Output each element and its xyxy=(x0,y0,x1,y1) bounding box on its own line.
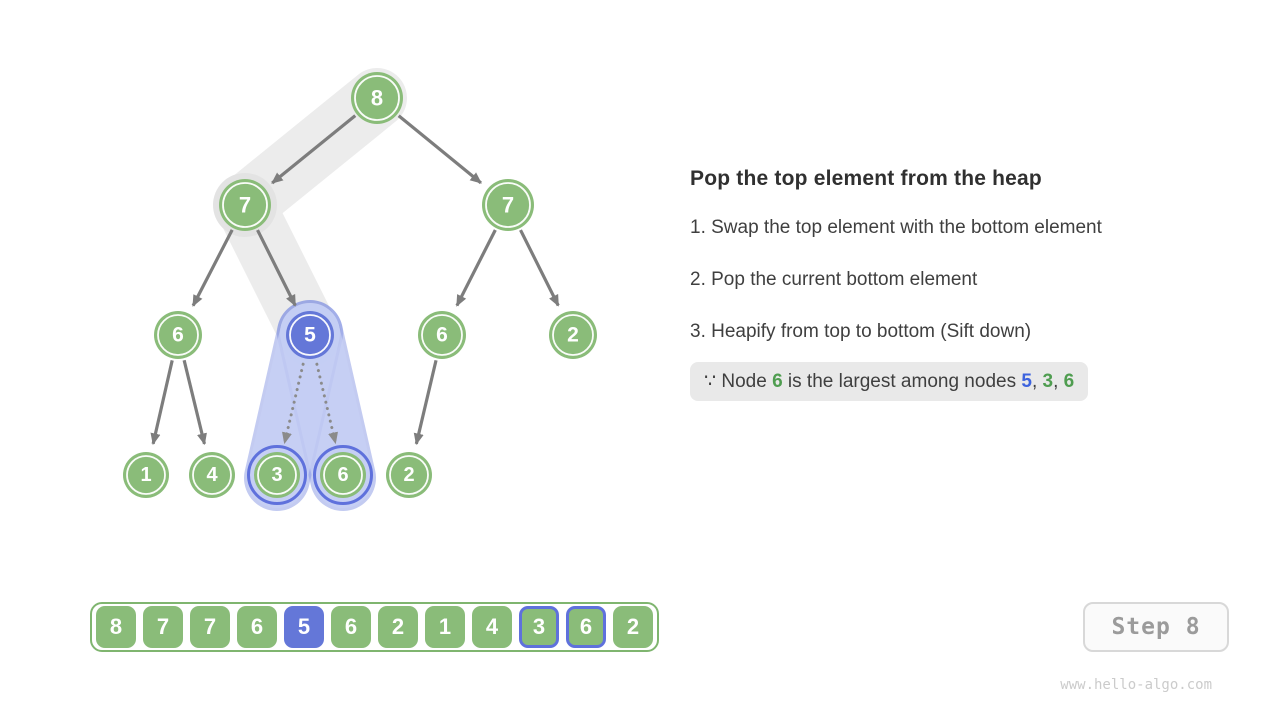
note-segment: 5 xyxy=(1021,371,1032,392)
array-cell: 2 xyxy=(613,606,653,648)
node-inner-ring xyxy=(354,75,400,121)
node-inner-ring xyxy=(552,314,594,356)
heap-tree-svg: 8 7 7 6 5 6 2 1 4 3 6 2 xyxy=(123,68,597,511)
array-cell: 6 xyxy=(566,606,606,648)
note-segment: 6 xyxy=(772,371,783,392)
array-cell: 4 xyxy=(472,606,512,648)
node-circle xyxy=(320,452,366,498)
note-segment: , xyxy=(1031,371,1043,392)
node-highlight-ring xyxy=(247,445,307,505)
node-value: 2 xyxy=(567,324,579,347)
array-cell: 7 xyxy=(190,606,230,648)
tree-node: 5 xyxy=(286,311,334,359)
node-highlight-ring xyxy=(313,445,373,505)
panel-step-2: 2. Pop the current bottom element xyxy=(690,269,978,290)
tree-edge-dotted xyxy=(282,362,305,445)
note-segment: 6 xyxy=(1063,371,1075,392)
node-value: 6 xyxy=(337,464,348,486)
array-cell: 2 xyxy=(378,606,418,648)
node-inner-ring xyxy=(192,455,232,495)
node-value: 2 xyxy=(403,464,414,486)
node-circle xyxy=(549,311,597,359)
array-cell: 7 xyxy=(143,606,183,648)
node-circle xyxy=(123,452,169,498)
panel-step-1: 1. Swap the top element with the bottom … xyxy=(690,217,1102,238)
note-segment: ∵ Node xyxy=(704,371,773,392)
note-segment: is the largest among nodes xyxy=(782,371,1022,392)
node-inner-ring xyxy=(485,182,531,228)
node-circle xyxy=(254,452,300,498)
tree-node: 2 xyxy=(386,452,432,498)
node-value: 8 xyxy=(371,86,383,111)
tree-node: 6 xyxy=(313,445,373,505)
node-value: 3 xyxy=(271,464,282,486)
array-cell: 6 xyxy=(237,606,277,648)
tree-edge xyxy=(455,229,497,307)
tree-edge xyxy=(413,359,438,446)
tree-edge xyxy=(191,229,234,307)
tree-node: 8 xyxy=(351,72,403,124)
node-inner-ring xyxy=(157,314,199,356)
node-value: 5 xyxy=(304,324,316,347)
tree-node: 7 xyxy=(482,179,534,231)
node-inner-ring xyxy=(126,455,166,495)
tree-node: 6 xyxy=(418,311,466,359)
watermark: www.hello-algo.com xyxy=(1060,677,1212,693)
node-value: 6 xyxy=(172,324,184,347)
node-inner-ring xyxy=(389,455,429,495)
panel-step-3: 3. Heapify from top to bottom (Sift down… xyxy=(690,321,1032,342)
node-value: 4 xyxy=(206,464,218,486)
tree-node: 4 xyxy=(189,452,235,498)
tree-node: 1 xyxy=(123,452,169,498)
array-cell: 6 xyxy=(331,606,371,648)
tree-edge xyxy=(397,114,482,185)
node-inner-ring xyxy=(222,182,268,228)
node-circle xyxy=(418,311,466,359)
tree-edge xyxy=(182,359,207,446)
node-circle xyxy=(286,311,334,359)
tree-edge xyxy=(271,114,357,185)
node-circle xyxy=(219,179,271,231)
node-circle xyxy=(386,452,432,498)
node-circle xyxy=(189,452,235,498)
note-segment: , xyxy=(1053,371,1064,392)
node-value: 7 xyxy=(239,193,251,218)
node-inner-ring xyxy=(421,314,463,356)
tree-edge xyxy=(519,229,560,307)
tree-edges xyxy=(150,114,560,446)
tree-node: 6 xyxy=(154,311,202,359)
array-cell: 1 xyxy=(425,606,465,648)
node-inner-ring xyxy=(323,455,363,495)
panel-title: Pop the top element from the heap xyxy=(690,167,1042,190)
node-value: 6 xyxy=(436,324,448,347)
tree-edge xyxy=(150,359,174,446)
note-segment: 3 xyxy=(1042,371,1054,392)
tree-node: 2 xyxy=(549,311,597,359)
node-circle xyxy=(351,72,403,124)
node-inner-ring xyxy=(257,455,297,495)
node-value: 1 xyxy=(140,464,151,486)
tree-node: 7 xyxy=(219,179,271,231)
array-cell: 5 xyxy=(284,606,324,648)
array-cell: 3 xyxy=(519,606,559,648)
step-badge: Step 8 xyxy=(1083,602,1229,652)
array-cell: 8 xyxy=(96,606,136,648)
tree-edge-dotted xyxy=(315,362,338,445)
tree-nodes: 8 7 7 6 5 6 2 1 4 3 6 2 xyxy=(123,72,597,505)
node-inner-ring xyxy=(289,314,331,356)
node-value: 7 xyxy=(502,193,514,218)
node-circle xyxy=(482,179,534,231)
node-circle xyxy=(154,311,202,359)
tree-node: 3 xyxy=(247,445,307,505)
tree-edge xyxy=(256,229,297,307)
note-box: ∵ Node 6 is the largest among nodes 5, 3… xyxy=(690,362,1089,401)
